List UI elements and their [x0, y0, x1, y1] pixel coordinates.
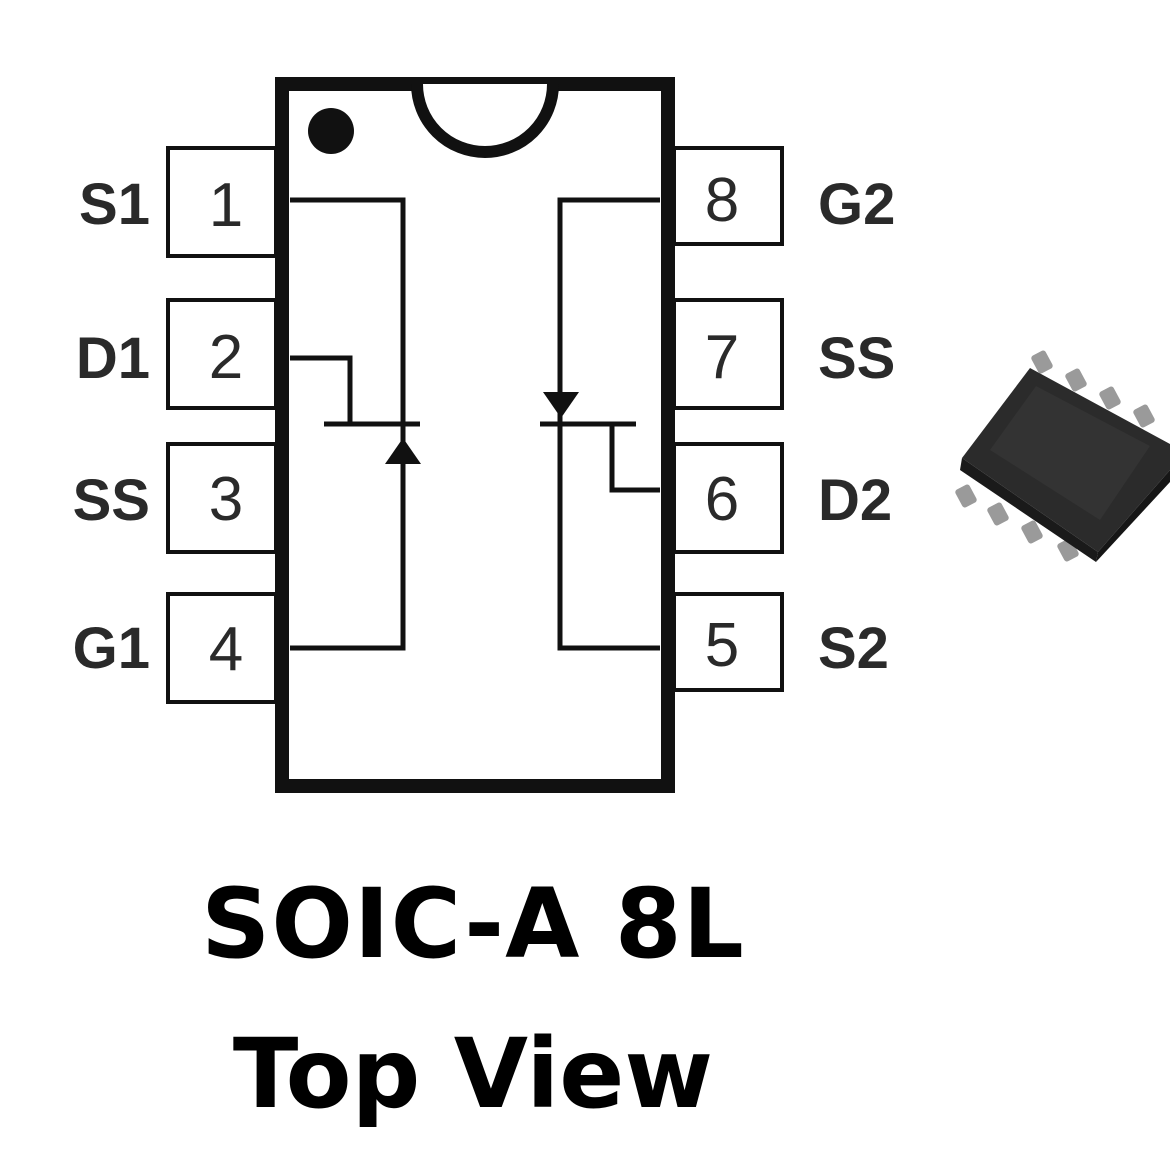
pin-5-number: 5: [705, 611, 739, 680]
pin-7-box: [672, 298, 784, 410]
pin-7-number: 7: [705, 323, 739, 392]
pin-2-number: 2: [209, 323, 243, 392]
mosfet-1-schematic: [290, 197, 420, 651]
pin-6-label: D2: [818, 468, 892, 533]
pin-1-label: S1: [79, 172, 150, 237]
soic-8-chip-icon: [955, 350, 1170, 562]
pin-4-label: G1: [73, 616, 150, 681]
package-name-caption: SOIC-A 8L: [201, 868, 745, 980]
mosfet-2-schematic: [540, 197, 660, 651]
pin-3-box: [166, 442, 278, 554]
mosfet-1-diode-arrow-icon: [385, 438, 421, 464]
pin-1-dot-icon: [308, 108, 354, 154]
package-notch-icon: [411, 83, 559, 158]
pin-1-box: [166, 146, 278, 258]
pin-2-box: [166, 298, 278, 410]
view-label-caption: Top View: [232, 1018, 714, 1130]
pin-8-label: G2: [818, 172, 895, 237]
pin-1-number: 1: [209, 171, 243, 240]
pin-2-label: D1: [76, 326, 150, 391]
pin-6-number: 6: [705, 465, 739, 534]
pin-7-label: SS: [818, 326, 895, 391]
mosfet-2-diode-arrow-icon: [543, 392, 579, 418]
pin-3-number: 3: [209, 465, 243, 534]
pin-5-box: [672, 592, 784, 692]
pin-3-label: SS: [73, 468, 150, 533]
pin-4-number: 4: [209, 615, 243, 684]
pin-8-box: [672, 146, 784, 246]
pin-8-number: 8: [705, 166, 739, 235]
pin-6-box: [672, 442, 784, 554]
pin-4-box: [166, 592, 278, 704]
pin-5-label: S2: [818, 616, 889, 681]
